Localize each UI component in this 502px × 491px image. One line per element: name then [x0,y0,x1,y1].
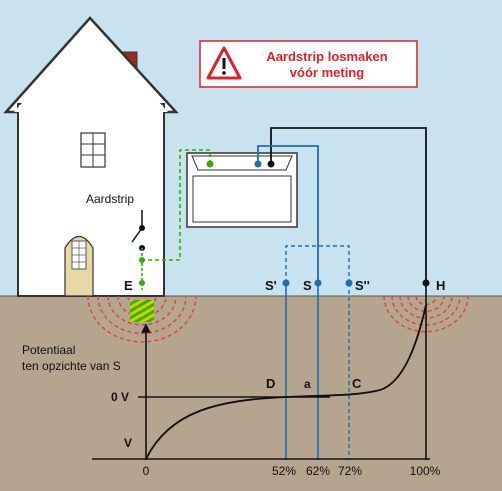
wire-s [257,145,319,283]
warning-triangle-icon [206,46,242,80]
door [64,235,94,297]
label-zero-v: 0 V [111,390,129,404]
earth-strip-switch [131,210,145,290]
field-h-arc [383,295,469,333]
label-v: V [124,436,132,450]
tick-52: 52% [272,464,296,478]
earth-tester [186,152,298,228]
terminal-h [267,160,275,168]
label-e: E [124,278,133,293]
tick-100: 100% [410,464,441,478]
field-e-arc [87,295,197,343]
house [3,16,179,297]
earth-electrode [130,300,154,322]
attic-window [80,132,106,168]
label-potential-2: ten opzichte van S [22,359,121,373]
terminal-e [206,160,214,168]
field-e-arc [127,295,157,309]
warning-line2: vóór meting [290,65,364,80]
field-e-arc [97,295,187,335]
potential-graph [92,304,430,460]
tick-0: 0 [143,464,150,478]
tick-72: 72% [338,464,362,478]
wire-e [142,149,211,261]
label-aardstrip: Aardstrip [86,192,134,206]
label-h: H [436,278,445,293]
field-e-arc [117,295,167,318]
label-d: D [266,376,275,391]
warning-box: Aardstrip losmaken vóór meting [199,40,418,88]
label-c: C [352,376,362,391]
label-s-double-prime: S'' [355,278,370,293]
potential-curve [145,304,427,460]
label-potential-1: Potentiaal [22,343,75,357]
warning-line1: Aardstrip losmaken [266,49,387,64]
label-a: a [304,377,311,391]
label-s: S [303,278,312,293]
label-s-prime: S' [265,278,277,293]
terminal-s [254,160,262,168]
tick-62: 62% [306,464,330,478]
